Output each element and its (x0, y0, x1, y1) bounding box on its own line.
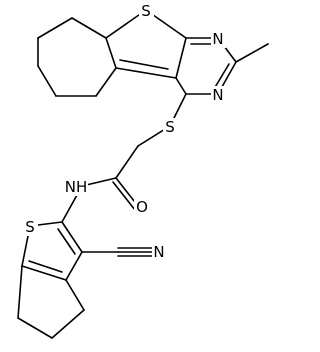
nitrile-group (81, 247, 153, 257)
atom-nh-amide: NH (65, 178, 88, 196)
atom-s-thiophene-bottom: S (25, 218, 35, 236)
atom-n-pyrimidine-upper: N (212, 30, 223, 48)
atom-s-thiophene-top: S (141, 2, 151, 20)
atom-o-carbonyl: O (136, 198, 148, 216)
upper-thiophene-ring (105, 9, 187, 79)
cyclohexane-ring (37, 17, 117, 97)
atom-labels: S N N S O NH S N (23, 2, 226, 261)
atom-s-thioether: S (165, 118, 175, 136)
atom-n-nitrile: N (153, 243, 164, 261)
thioether-acetamide-linker (61, 93, 187, 223)
atom-n-pyrimidine-lower: N (212, 86, 223, 104)
cyclopentane-ring (17, 265, 85, 339)
lower-thiophene-ring (21, 221, 83, 281)
molecule-structure-diagram: S N N S O NH S N (17, 2, 269, 339)
